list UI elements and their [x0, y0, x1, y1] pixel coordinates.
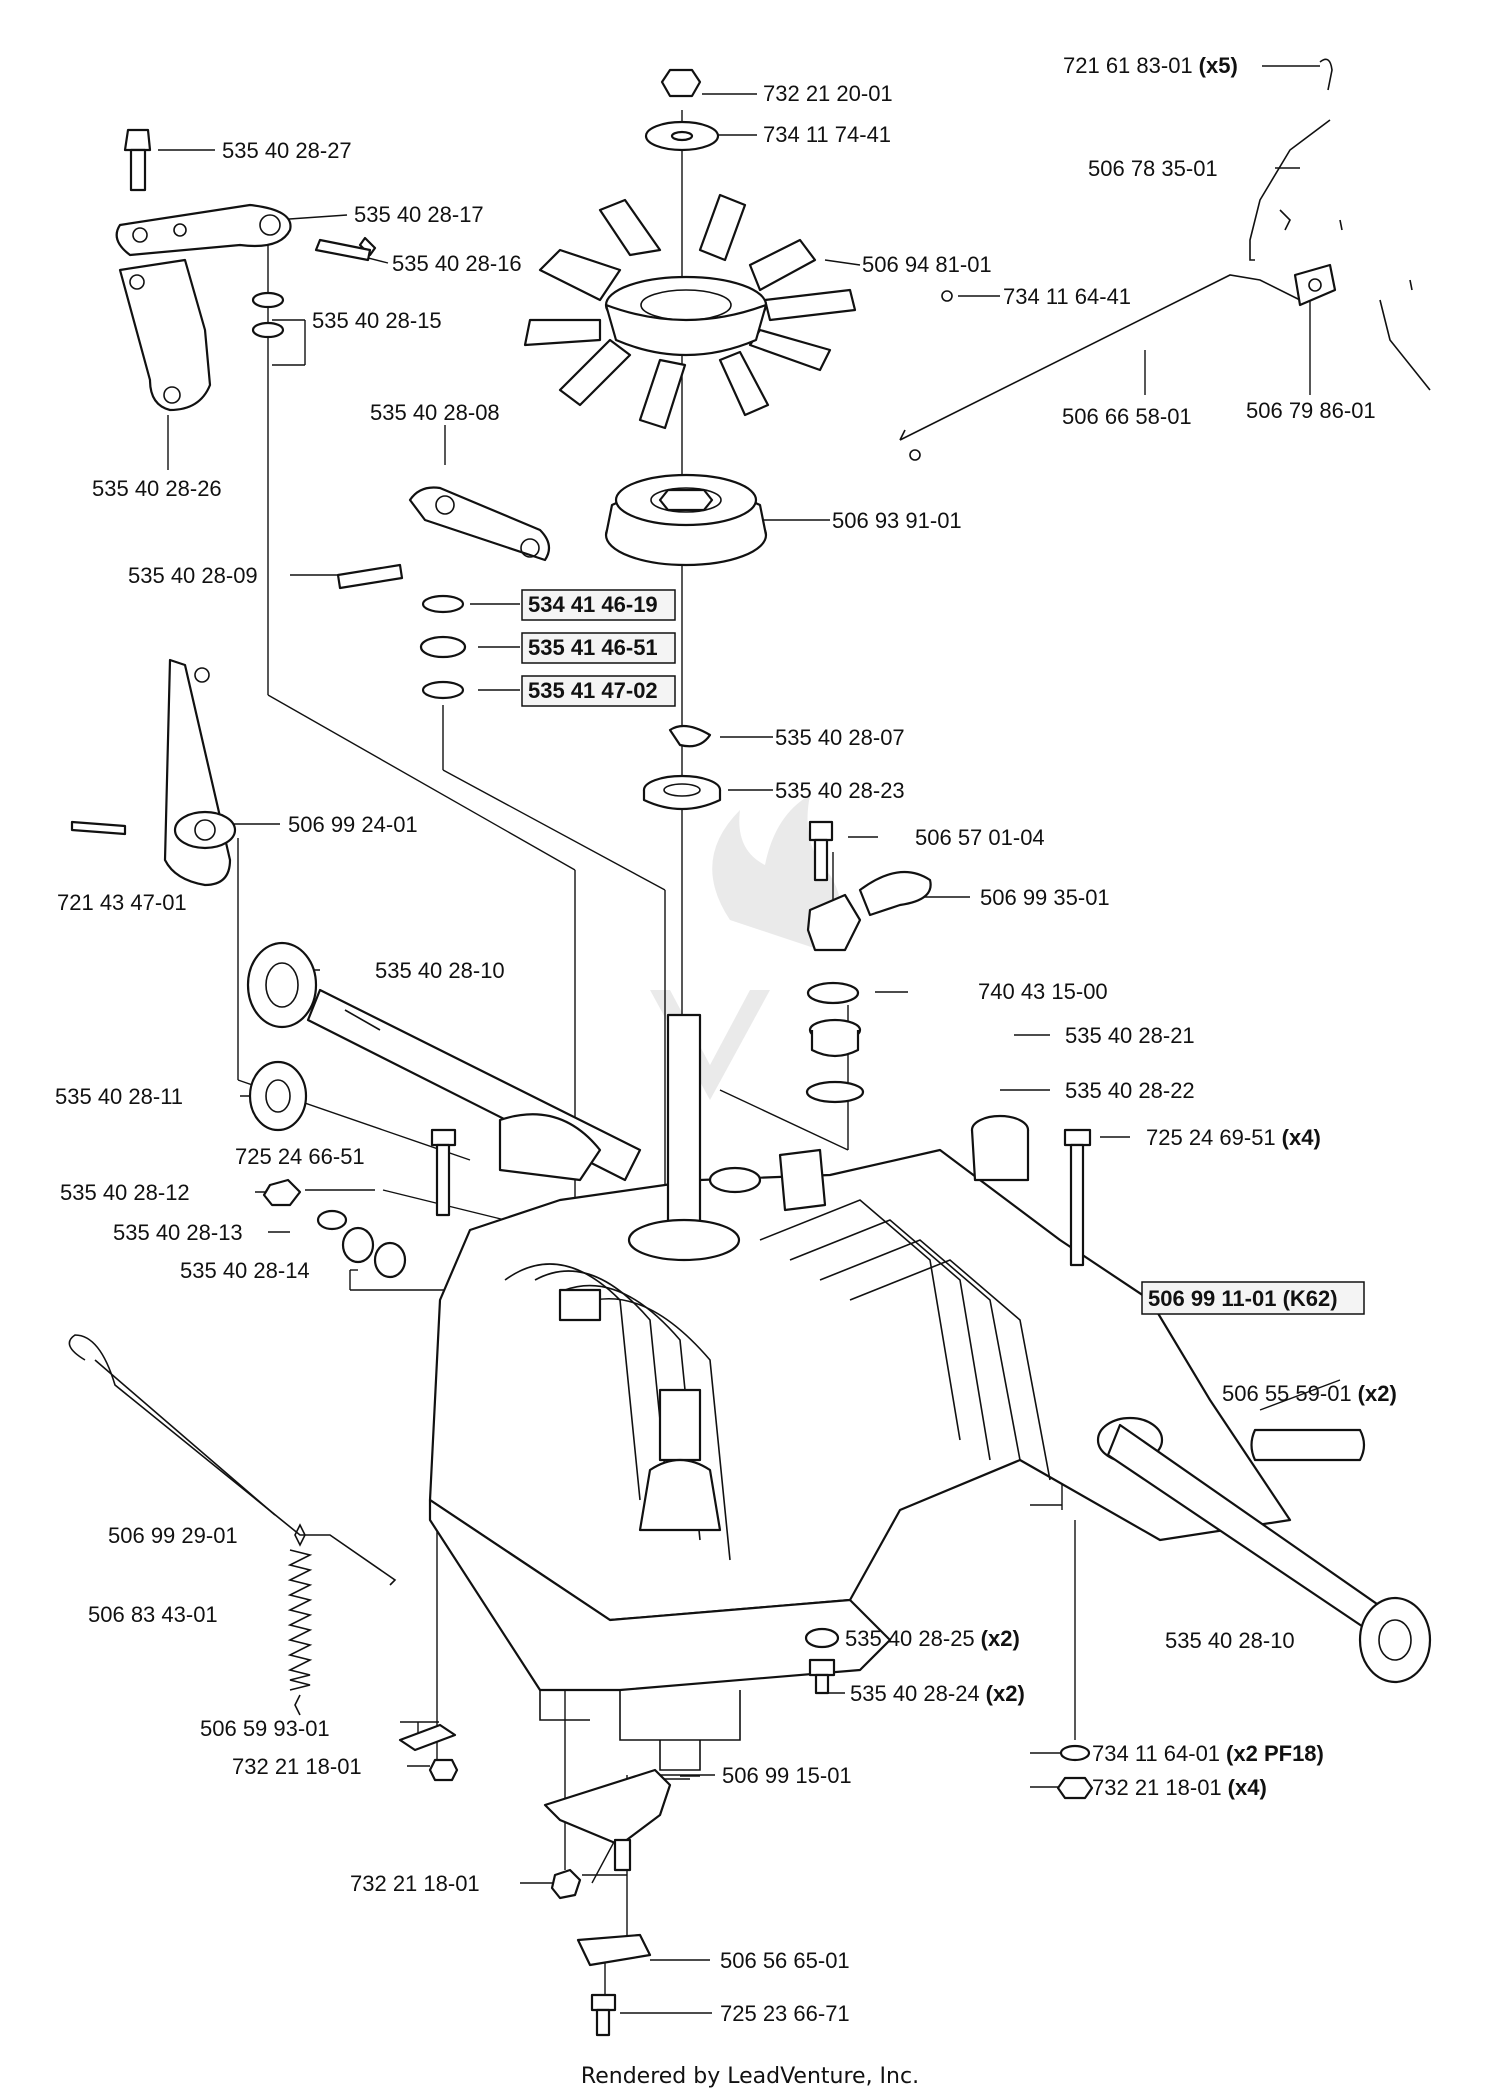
part-label[interactable]: 535 41 47-02	[528, 678, 658, 703]
cam-lever	[336, 486, 551, 700]
highlight-box-534414619	[521, 589, 676, 621]
part-label[interactable]: 535 40 28-21	[1065, 1023, 1195, 1048]
part-label[interactable]: 535 40 28-14	[180, 1258, 310, 1283]
part-label[interactable]: 506 94 81-01	[862, 252, 992, 277]
part-label[interactable]: 535 40 28-16	[392, 251, 522, 276]
part-label[interactable]: 535 40 28-07	[775, 725, 905, 750]
transaxle-housing	[428, 1013, 1292, 1771]
footer-credit: Rendered by LeadVenture, Inc.	[581, 2064, 919, 2089]
part-label[interactable]: 506 56 65-01	[720, 1948, 850, 1973]
part-label[interactable]: 506 83 43-01	[88, 1602, 218, 1627]
part-labels: 732 21 20-01 734 11 74-41 535 40 28-27 5…	[55, 53, 1397, 2026]
part-label[interactable]: 535 40 28-23	[775, 778, 905, 803]
part-label[interactable]: 506 99 15-01	[722, 1763, 852, 1788]
part-label[interactable]: 535 40 28-24(x2)	[850, 1681, 1025, 1706]
part-label[interactable]: 535 40 28-25(x2)	[845, 1626, 1020, 1651]
part-label[interactable]: 732 21 20-01	[763, 81, 893, 106]
highlight-box-535414651	[521, 632, 676, 664]
part-label[interactable]: 535 40 28-13	[113, 1220, 243, 1245]
part-label[interactable]: 535 40 28-10	[1165, 1628, 1295, 1653]
part-label[interactable]: 506 79 86-01	[1246, 398, 1376, 423]
part-label[interactable]: 725 24 66-51	[235, 1144, 365, 1169]
part-label[interactable]: 506 99 24-01	[288, 812, 418, 837]
part-label[interactable]: 506 57 01-04	[915, 825, 1045, 850]
part-label[interactable]: 506 99 29-01	[108, 1523, 238, 1548]
part-label[interactable]: 535 40 28-12	[60, 1180, 190, 1205]
highlight-box-506991101	[1141, 1281, 1365, 1315]
highlight-box-535414702	[521, 675, 676, 707]
small-hardware	[68, 820, 1094, 2037]
part-label[interactable]: 506 99 35-01	[980, 885, 1110, 910]
fan-assembly	[523, 68, 857, 811]
part-label[interactable]: 535 40 28-15	[312, 308, 442, 333]
part-label[interactable]: 506 59 93-01	[200, 1716, 330, 1741]
part-label[interactable]: 506 78 35-01	[1088, 156, 1218, 181]
part-label[interactable]: 535 40 28-27	[222, 138, 352, 163]
part-label[interactable]: 734 11 74-41	[763, 122, 891, 147]
control-arm-left	[115, 128, 377, 412]
part-label[interactable]: 732 21 18-01	[350, 1871, 480, 1896]
part-label[interactable]: 740 43 15-00	[978, 979, 1108, 1004]
part-label[interactable]: 721 43 47-01	[57, 890, 187, 915]
part-label[interactable]: 734 11 64-01(x2 PF18)	[1092, 1741, 1324, 1766]
linkage-rods-topright	[899, 58, 1431, 461]
part-label[interactable]: 725 23 66-71	[720, 2001, 850, 2026]
part-label[interactable]: 535 40 28-17	[354, 202, 484, 227]
part-label[interactable]: 725 24 69-51(x4)	[1146, 1125, 1321, 1150]
part-label[interactable]: 721 61 83-01(x5)	[1063, 53, 1238, 78]
part-label[interactable]: 535 40 28-26	[92, 476, 222, 501]
part-label[interactable]: 732 21 18-01(x4)	[1092, 1775, 1267, 1800]
part-label[interactable]: 506 93 91-01	[832, 508, 962, 533]
part-label[interactable]: 535 40 28-09	[128, 563, 258, 588]
part-label[interactable]: 535 40 28-08	[370, 400, 500, 425]
part-label[interactable]: 535 40 28-11	[55, 1084, 183, 1109]
part-label[interactable]: 535 41 46-51	[528, 635, 658, 660]
part-label[interactable]: 506 55 59-01(x2)	[1222, 1381, 1397, 1406]
part-label[interactable]: 732 21 18-01	[232, 1754, 362, 1779]
part-label[interactable]: 734 11 64-41	[1003, 284, 1131, 309]
output-shaft-right	[1096, 1416, 1432, 1684]
bellcrank-left	[70, 658, 237, 887]
part-label[interactable]: 535 40 28-10	[375, 958, 505, 983]
part-label[interactable]: 534 41 46-19	[528, 592, 658, 617]
part-label[interactable]: 535 40 28-22	[1065, 1078, 1195, 1103]
part-label[interactable]: 506 99 11-01 (K62)	[1148, 1286, 1338, 1311]
part-label[interactable]: 506 66 58-01	[1062, 404, 1192, 429]
